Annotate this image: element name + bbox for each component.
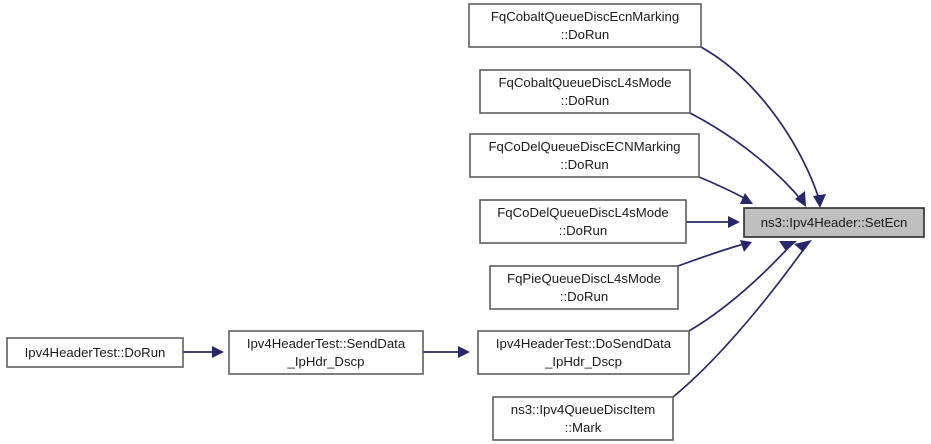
edge-arrowhead-icon xyxy=(458,346,470,358)
call-graph-node-fq-codel-l4smode-dorun[interactable]: FqCoDelQueueDiscL4sMode::DoRun xyxy=(479,199,687,244)
edge-arrowhead-icon xyxy=(740,193,753,204)
edge-line xyxy=(672,245,807,398)
edge-line xyxy=(700,46,821,203)
edge-arrowhead-icon xyxy=(728,216,740,228)
node-box[interactable] xyxy=(468,3,702,48)
edge-arrowhead-icon xyxy=(212,346,224,358)
call-graph-edge xyxy=(688,241,797,332)
edge-arrowhead-icon xyxy=(813,194,826,208)
node-label-line2: _IpHdr_Dscp xyxy=(544,354,622,369)
edge-line xyxy=(677,243,745,267)
call-graph-edge xyxy=(689,112,806,207)
node-box[interactable] xyxy=(479,199,687,244)
node-box[interactable] xyxy=(228,330,424,375)
node-label-line2: ::DoRun xyxy=(561,27,609,42)
call-graph-node-ipv4headertest-senddata-iphdr-dscp[interactable]: Ipv4HeaderTest::SendData_IpHdr_Dscp xyxy=(228,330,424,375)
edge-line xyxy=(689,112,804,203)
node-box[interactable] xyxy=(479,69,691,114)
call-graph-node-ns3-ipv4queuedisc-item-mark[interactable]: ns3::Ipv4QueueDiscItem::Mark xyxy=(492,396,674,441)
node-box[interactable] xyxy=(477,330,690,375)
node-label-line1: Ipv4HeaderTest::SendData xyxy=(247,336,406,351)
call-graph-node-fq-codel-ecn-marking-dorun[interactable]: FqCoDelQueueDiscECNMarking::DoRun xyxy=(469,133,700,178)
node-label-line1: Ipv4HeaderTest::DoRun xyxy=(25,345,166,360)
node-label-line1: FqCobaltQueueDiscL4sMode xyxy=(499,75,672,90)
call-graph-node-ipv4headertest-dosenddata-iphdr-dscp[interactable]: Ipv4HeaderTest::DoSendData_IpHdr_Dscp xyxy=(477,330,690,375)
call-graph-edge xyxy=(686,216,740,228)
edge-arrowhead-icon xyxy=(779,241,797,251)
node-box[interactable] xyxy=(743,207,925,238)
edge-line xyxy=(698,176,749,201)
call-graph-edge xyxy=(672,240,812,398)
node-label-line2: ::DoRun xyxy=(560,157,608,172)
call-graph-edge xyxy=(183,346,224,358)
edges-layer xyxy=(183,46,826,398)
node-label-line2: ::DoRun xyxy=(560,289,608,304)
node-label-line1: ns3::Ipv4Header::SetEcn xyxy=(761,215,908,230)
call-graph-edge xyxy=(700,46,826,208)
node-label-line1: FqCoDelQueueDiscL4sMode xyxy=(497,205,669,220)
node-label-line2: ::DoRun xyxy=(561,93,609,108)
call-graph-node-fq-pie-l4smode-dorun[interactable]: FqPieQueueDiscL4sMode::DoRun xyxy=(489,265,679,310)
node-label-line2: _IpHdr_Dscp xyxy=(287,354,365,369)
call-graph-edge xyxy=(698,176,753,204)
call-graph-edge xyxy=(677,240,752,267)
node-label-line1: FqPieQueueDiscL4sMode xyxy=(507,271,661,286)
call-graph-node-fq-cobalt-ecn-marking-dorun[interactable]: FqCobaltQueueDiscEcnMarking::DoRun xyxy=(468,3,702,48)
edge-arrowhead-icon xyxy=(740,240,752,252)
node-label-line1: ns3::Ipv4QueueDiscItem xyxy=(511,402,655,417)
node-label-line2: ::DoRun xyxy=(559,223,607,238)
call-graph-node-ns3-ipv4header-setecn[interactable]: ns3::Ipv4Header::SetEcn xyxy=(743,207,925,238)
node-label-line1: FqCobaltQueueDiscEcnMarking xyxy=(491,9,679,24)
call-graph-node-ipv4headertest-dorun[interactable]: Ipv4HeaderTest::DoRun xyxy=(6,337,184,368)
nodes-layer: FqCobaltQueueDiscEcnMarking::DoRunFqCoba… xyxy=(6,3,925,441)
edge-arrowhead-icon xyxy=(795,191,806,207)
node-box[interactable] xyxy=(6,337,184,368)
node-box[interactable] xyxy=(489,265,679,310)
node-box[interactable] xyxy=(492,396,674,441)
node-label-line1: FqCoDelQueueDiscECNMarking xyxy=(488,139,680,154)
node-label-line2: ::Mark xyxy=(565,420,602,435)
edge-arrowhead-icon xyxy=(794,240,812,252)
call-graph-node-fq-cobalt-l4smode-dorun[interactable]: FqCobaltQueueDiscL4sMode::DoRun xyxy=(479,69,691,114)
call-graph-edge xyxy=(423,346,470,358)
node-label-line1: Ipv4HeaderTest::DoSendData xyxy=(496,336,672,351)
node-box[interactable] xyxy=(469,133,700,178)
edge-line xyxy=(688,245,791,332)
